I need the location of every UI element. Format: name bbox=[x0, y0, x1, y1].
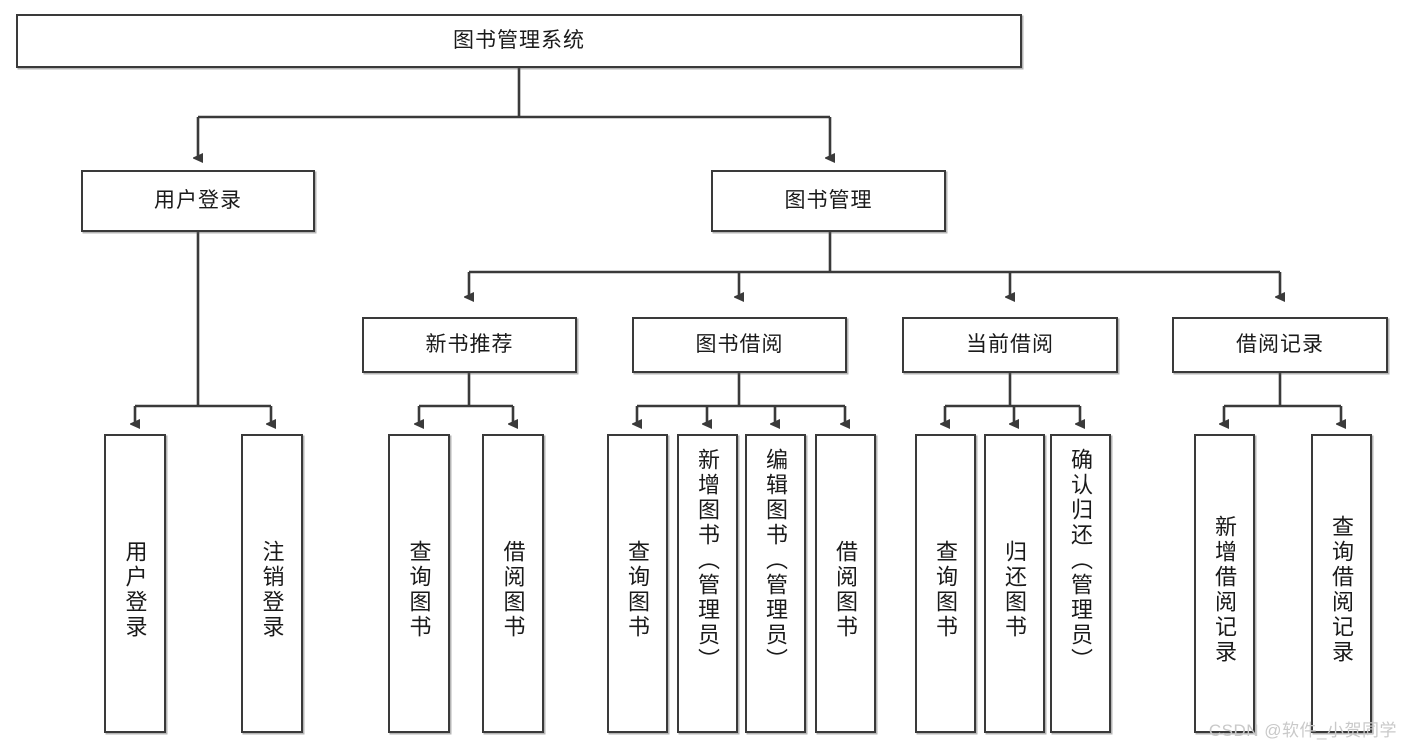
node-root-label: 图书管理系统 bbox=[453, 29, 585, 53]
node-new-book-recommend-label: 新书推荐 bbox=[425, 333, 514, 357]
leaf-book-borrow-2-label: 新增图书（管理员） bbox=[695, 448, 721, 673]
leaf-user-login-2-label: 注销登录 bbox=[259, 539, 285, 640]
node-current-borrow-label: 当前借阅 bbox=[966, 333, 1054, 357]
node-borrow-record-label: 借阅记录 bbox=[1236, 333, 1324, 357]
leaf-book-borrow-1[interactable]: 查询图书 bbox=[607, 434, 668, 733]
node-book-borrow-label: 图书借阅 bbox=[695, 333, 784, 357]
leaf-current-borrow-2-label: 归还图书 bbox=[1002, 539, 1028, 640]
leaf-current-borrow-2[interactable]: 归还图书 bbox=[984, 434, 1045, 733]
leaf-borrow-record-1[interactable]: 新增借阅记录 bbox=[1194, 434, 1255, 733]
node-root[interactable]: 图书管理系统 bbox=[16, 14, 1022, 68]
leaf-current-borrow-3[interactable]: 确认归还（管理员） bbox=[1050, 434, 1111, 733]
leaf-current-borrow-1-label: 查询图书 bbox=[933, 539, 959, 640]
leaf-user-login-2[interactable]: 注销登录 bbox=[241, 434, 303, 733]
leaf-current-borrow-3-label: 确认归还（管理员） bbox=[1068, 448, 1094, 673]
leaf-borrow-record-2-label: 查询借阅记录 bbox=[1329, 514, 1355, 665]
node-user-login-label: 用户登录 bbox=[154, 189, 242, 213]
leaf-book-borrow-3-label: 编辑图书（管理员） bbox=[763, 448, 789, 673]
leaf-user-login-1-label: 用户登录 bbox=[122, 539, 148, 640]
leaf-borrow-record-2[interactable]: 查询借阅记录 bbox=[1311, 434, 1372, 733]
leaf-book-borrow-2[interactable]: 新增图书（管理员） bbox=[677, 434, 738, 733]
node-book-borrow[interactable]: 图书借阅 bbox=[632, 317, 847, 373]
leaf-new-book-1-label: 查询图书 bbox=[406, 539, 432, 640]
leaf-new-book-2-label: 借阅图书 bbox=[500, 539, 526, 640]
leaf-borrow-record-1-label: 新增借阅记录 bbox=[1212, 514, 1238, 665]
leaf-book-borrow-4[interactable]: 借阅图书 bbox=[815, 434, 876, 733]
leaf-user-login-1[interactable]: 用户登录 bbox=[104, 434, 166, 733]
node-book-manage[interactable]: 图书管理 bbox=[711, 170, 946, 232]
leaf-book-borrow-4-label: 借阅图书 bbox=[833, 539, 859, 640]
leaf-book-borrow-3[interactable]: 编辑图书（管理员） bbox=[745, 434, 806, 733]
node-new-book-recommend[interactable]: 新书推荐 bbox=[362, 317, 577, 373]
leaf-new-book-2[interactable]: 借阅图书 bbox=[482, 434, 544, 733]
leaf-current-borrow-1[interactable]: 查询图书 bbox=[915, 434, 976, 733]
leaf-book-borrow-1-label: 查询图书 bbox=[625, 539, 651, 640]
leaf-new-book-1[interactable]: 查询图书 bbox=[388, 434, 450, 733]
node-current-borrow[interactable]: 当前借阅 bbox=[902, 317, 1118, 373]
node-borrow-record[interactable]: 借阅记录 bbox=[1172, 317, 1388, 373]
node-user-login[interactable]: 用户登录 bbox=[81, 170, 315, 232]
node-book-manage-label: 图书管理 bbox=[784, 189, 873, 213]
